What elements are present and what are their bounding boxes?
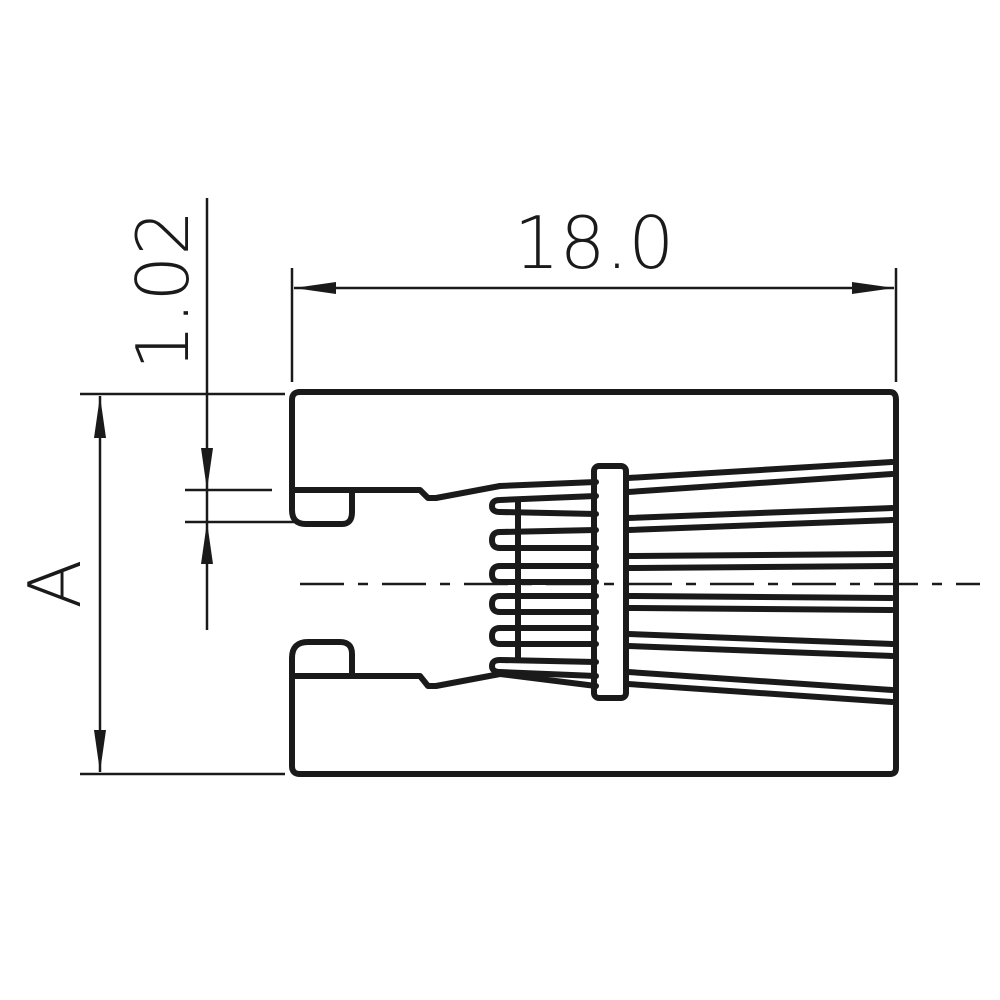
arrow-bottom-icon (94, 730, 106, 772)
wire-tip (489, 563, 599, 585)
bottom-jaw (289, 655, 355, 679)
wire-edge-top (497, 479, 599, 489)
width-label: 18.0 (514, 201, 674, 285)
body-outline-bottom (289, 389, 899, 777)
body-outline-top (289, 389, 503, 527)
wire (625, 605, 895, 613)
wire-tip (489, 527, 599, 551)
wire (625, 551, 895, 559)
fanned-wires (625, 459, 895, 705)
wire (625, 643, 895, 659)
wire (625, 517, 895, 533)
height-label: A (13, 559, 97, 608)
dimension-width: 18.0 (290, 201, 898, 382)
wire (625, 563, 895, 571)
wire-tip (489, 625, 599, 647)
arrow-left-icon (294, 282, 336, 294)
wire (625, 459, 895, 481)
wire (625, 631, 895, 647)
wire-tip (489, 657, 599, 679)
arrow-top-icon (94, 396, 106, 438)
dimension-height: A (13, 392, 285, 776)
wire-edge-bottom (497, 671, 599, 689)
arrow-down-icon (201, 448, 213, 490)
wire-tip (489, 593, 599, 615)
wire-tip (489, 493, 599, 517)
dimension-slot: 1.02 (121, 198, 295, 630)
ferrule-bar (591, 463, 629, 701)
connector-body (289, 389, 899, 777)
wire (625, 593, 895, 601)
wire (625, 681, 895, 705)
wire (625, 669, 895, 693)
wire (625, 471, 895, 495)
wire (625, 505, 895, 521)
wire-comb (489, 479, 599, 689)
arrow-up-icon (201, 522, 213, 564)
arrow-right-icon (852, 282, 894, 294)
slot-label: 1.02 (121, 210, 205, 370)
